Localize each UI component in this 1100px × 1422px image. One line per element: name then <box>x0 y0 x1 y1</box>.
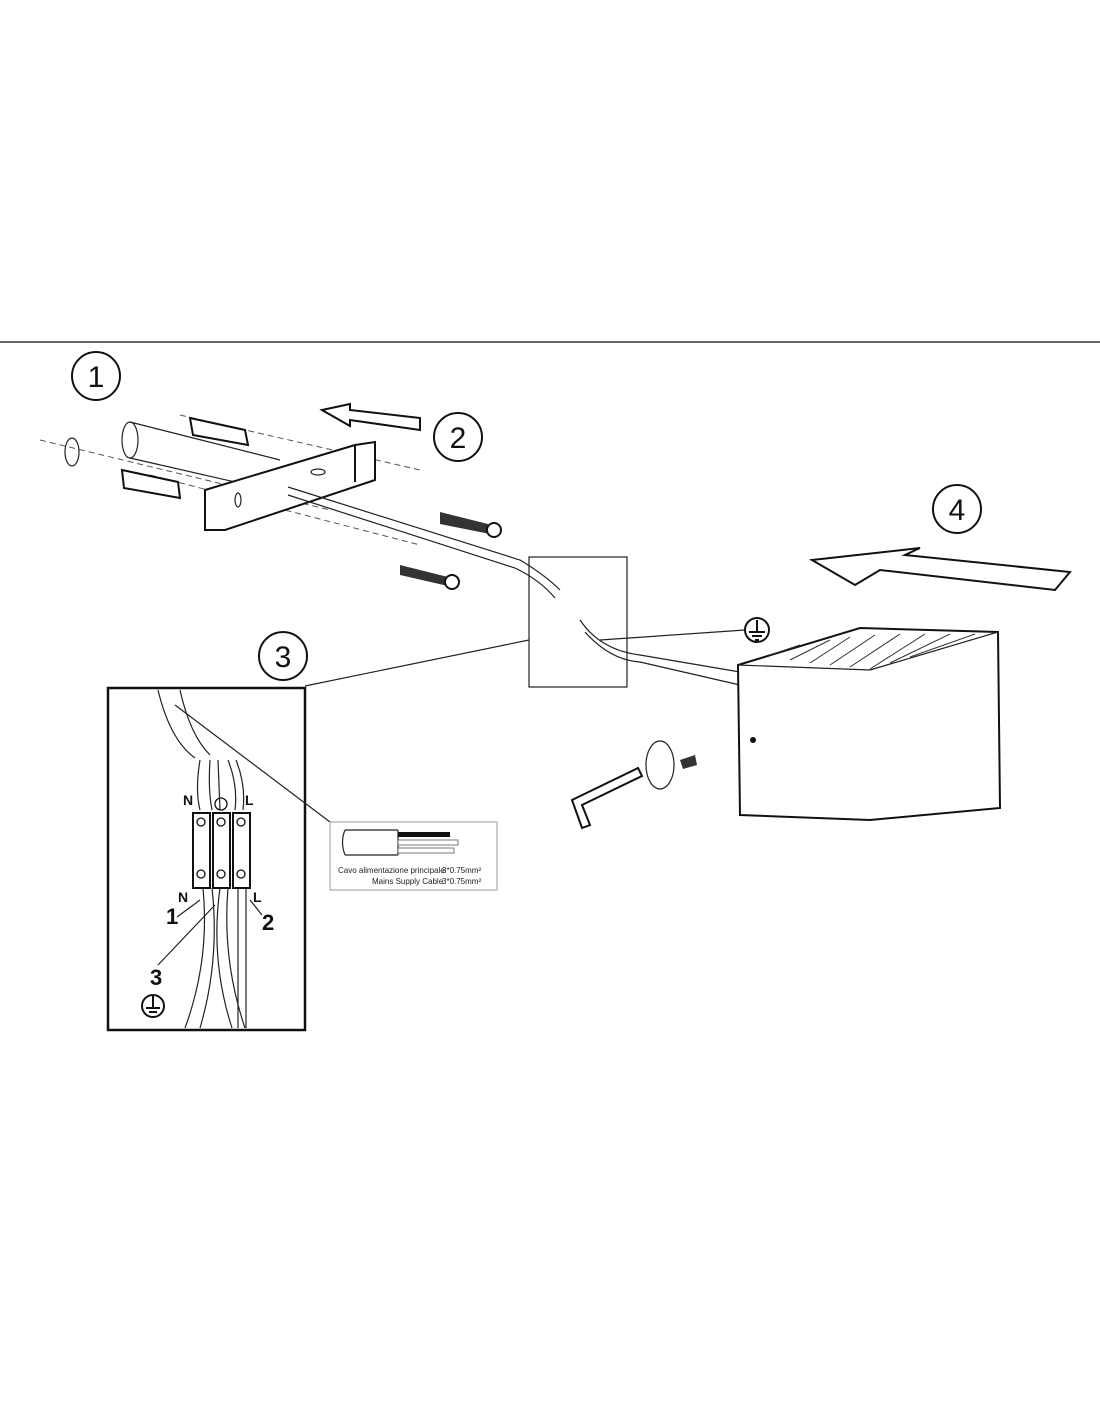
washer-icon <box>64 437 80 467</box>
supply-cable <box>287 486 561 599</box>
grub-screw-icon <box>680 755 697 769</box>
mounting-bracket <box>204 440 376 531</box>
step-3-label: 3 <box>275 641 292 674</box>
wire-number-3: 3 <box>150 965 162 990</box>
step-1-label: 1 <box>88 361 105 394</box>
neutral-label-bottom: N <box>178 889 188 905</box>
cable-spec-italian: 3*0.75mm² <box>442 866 481 875</box>
screw <box>440 512 490 534</box>
screw <box>400 565 448 586</box>
cable-spec-label: Cavo alimentazione principale 3*0.75mm² … <box>329 821 498 891</box>
step-1-marker: 1 <box>71 351 121 401</box>
cable-spec-english: 3*0.75mm² <box>442 877 481 886</box>
earth-ground-icon <box>744 617 770 643</box>
wiring-detail-panel: N L N L 1 2 3 <box>106 686 331 1032</box>
cable-label-italian: Cavo alimentazione principale <box>338 866 445 875</box>
wire-number-2: 2 <box>262 910 274 935</box>
neutral-label-top: N <box>183 792 193 808</box>
wall-plug <box>120 468 182 500</box>
junction-box-detail <box>528 556 628 688</box>
arrow-left-icon <box>319 402 421 432</box>
wall-fixings <box>39 414 421 546</box>
earth-ground-icon <box>141 994 165 1018</box>
live-label-top: L <box>245 792 254 808</box>
step-4-marker: 4 <box>932 484 982 534</box>
wall-plug <box>188 416 250 447</box>
retaining-clip-icon <box>645 740 675 790</box>
hex-key-icon <box>570 766 644 830</box>
step-2-label: 2 <box>450 422 467 455</box>
step-3-marker: 3 <box>258 631 308 681</box>
wall-lamp-body <box>736 626 1002 822</box>
arrow-left-large-icon <box>808 547 1072 592</box>
step-4-label: 4 <box>949 494 966 527</box>
step-2-marker: 2 <box>433 412 483 462</box>
cable-label-english: Mains Supply Cable <box>372 877 444 886</box>
live-label-bottom: L <box>253 889 262 905</box>
wire-number-1: 1 <box>166 904 178 929</box>
